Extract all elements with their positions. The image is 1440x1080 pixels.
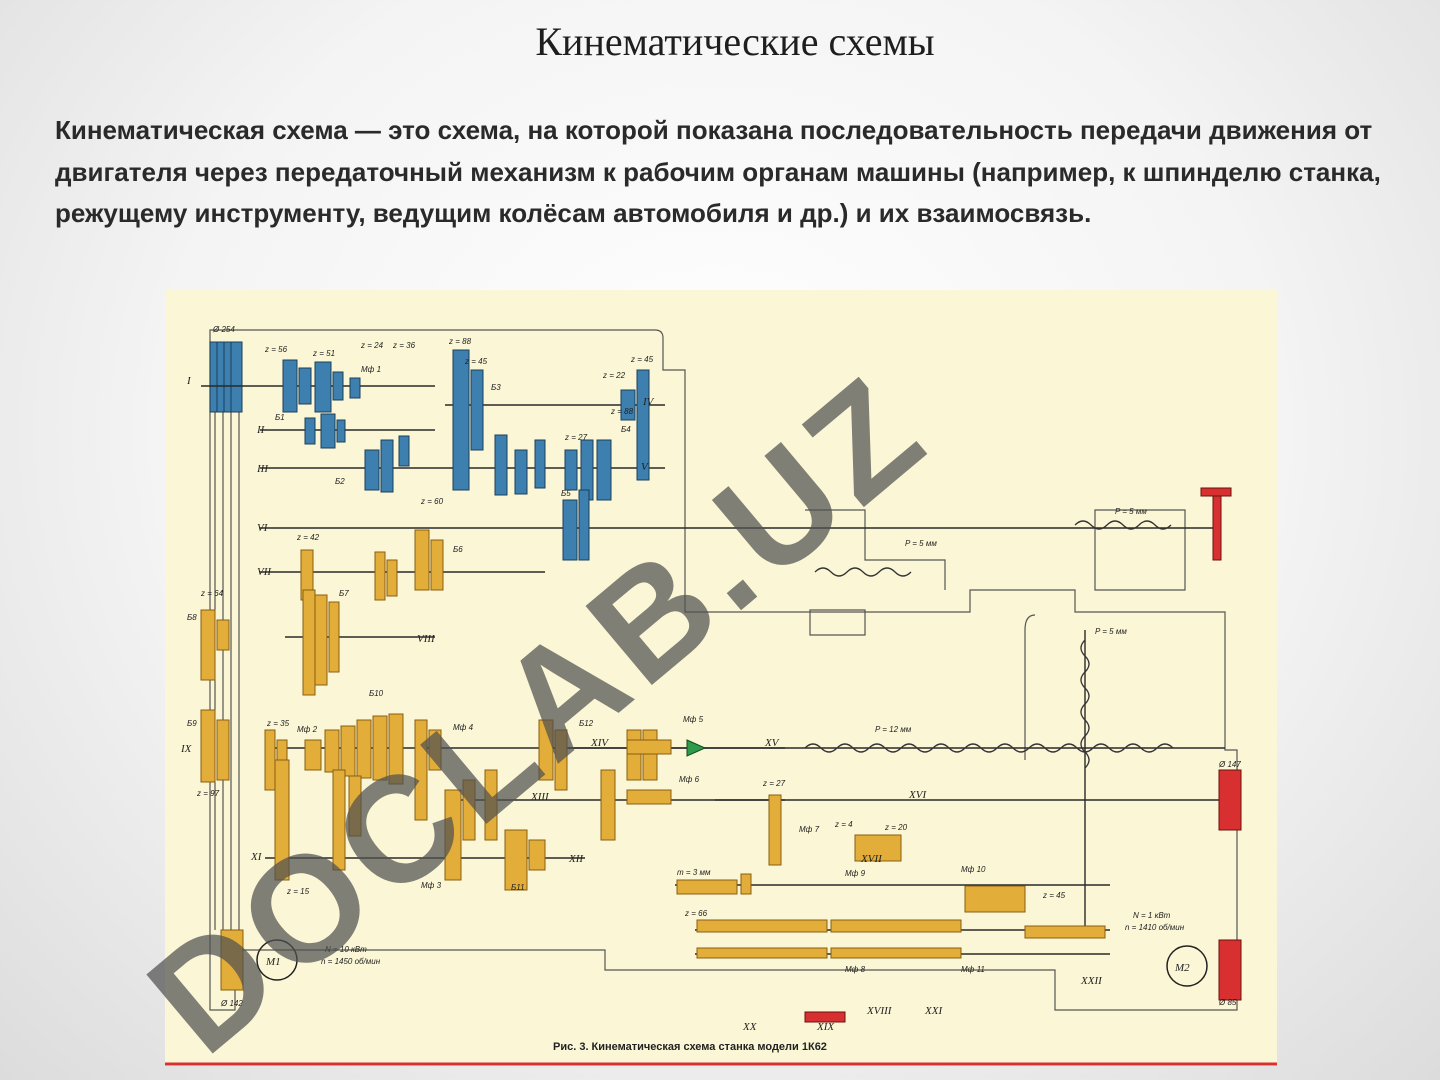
- pitch-label-4: P = 12 мм: [875, 725, 912, 734]
- gear-label: z = 22: [602, 371, 626, 380]
- gear-label: z = 27: [564, 433, 588, 442]
- block-label: Б11: [511, 883, 525, 892]
- block-labels: Б1 Б2 Б3 Б4 Б5 Б6 Б7 Б8 Б9 Б10 Б11 Б12: [187, 383, 631, 892]
- gear-label: z = 15: [286, 887, 310, 896]
- motor-m1-power: N = 10 кВт: [325, 945, 367, 954]
- block-label: Б9: [187, 719, 197, 728]
- pulley-right-label: Ø 147: [1218, 760, 1241, 769]
- clutch-labels: Мф 1 Мф 2 Мф 3 Мф 4 Мф 5 Мф 6 Мф 7 Мф 8 …: [297, 365, 986, 974]
- gear-label: z = 45: [464, 357, 488, 366]
- shaft-label: XVIII: [866, 1005, 893, 1017]
- shaft-label: II: [256, 424, 266, 436]
- block-label: Б5: [561, 489, 571, 498]
- gear-label: z = 66: [684, 909, 708, 918]
- gear-label: z = 51: [312, 349, 335, 358]
- blue-gear-blocks: [282, 349, 650, 561]
- red-components: [804, 487, 1242, 1023]
- gear-label: z = 24: [360, 341, 384, 350]
- clutch-label: Мф 3: [421, 881, 442, 890]
- block-label: Б12: [579, 719, 594, 728]
- clutch-label: Мф 7: [799, 825, 820, 834]
- motor-m2: M2 N = 1 кВт n = 1410 об/мин Ø 85 Ø 147: [1125, 760, 1241, 1007]
- motor-m1: M1 N = 10 кВт n = 1450 об/мин Ø 142: [220, 939, 381, 1008]
- motor-m2-pulley: Ø 85: [1218, 998, 1237, 1007]
- pulley-top-label: Ø 254: [212, 325, 235, 334]
- block-label: Б10: [369, 689, 384, 698]
- shaft-label: I: [186, 375, 192, 387]
- shaft-label: XII: [568, 853, 584, 865]
- pitch-label-1: P = 5 мм: [1115, 507, 1147, 516]
- gear-label: z = 64: [200, 589, 224, 598]
- block-label: Б8: [187, 613, 197, 622]
- gear-label: z = 97: [196, 789, 220, 798]
- shaft-label: VI: [257, 522, 269, 534]
- shaft-labels: I II III IV V VI VII VIII IX XI XII XIII…: [180, 375, 1103, 1033]
- pitch-label-3: P = 5 мм: [1095, 627, 1127, 636]
- shaft-label: XIII: [530, 791, 550, 803]
- yellow-gear-blocks: [200, 529, 1106, 991]
- diagram-caption: Рис. 3. Кинематическая схема станка моде…: [553, 1041, 827, 1053]
- shaft-label: XV: [764, 737, 780, 749]
- gear-label: z = 45: [1042, 891, 1066, 900]
- clutch-label: Мф 4: [453, 723, 474, 732]
- gear-label: z = 88: [610, 407, 634, 416]
- kinematic-diagram: Ø 254: [165, 290, 1277, 1066]
- shaft-label: XIX: [816, 1021, 835, 1033]
- motor-m1-speed: n = 1450 об/мин: [321, 957, 381, 966]
- block-label: Б7: [339, 589, 349, 598]
- block-label: Б3: [491, 383, 501, 392]
- motor-m1-pulley: Ø 142: [220, 999, 243, 1008]
- shaft-label: III: [256, 463, 269, 475]
- shaft-label: VIII: [417, 633, 436, 645]
- gear-label: z = 36: [392, 341, 416, 350]
- shaft-label: XX: [742, 1021, 758, 1033]
- block-label: Б4: [621, 425, 631, 434]
- block-label: Б6: [453, 545, 463, 554]
- pitch-label-2: P = 5 мм: [905, 539, 937, 548]
- gear-label: z = 27: [762, 779, 786, 788]
- gear-label: z = 60: [420, 497, 444, 506]
- motor-m2-speed: n = 1410 об/мин: [1125, 923, 1185, 932]
- shaft-label: XVII: [860, 853, 883, 865]
- gear-label: z = 4: [834, 820, 853, 829]
- clutch-label: Мф 10: [961, 865, 986, 874]
- shaft-label: XXII: [1080, 975, 1103, 987]
- shaft-label: VII: [257, 566, 272, 578]
- gear-label: z = 35: [266, 719, 290, 728]
- slide-lead-paragraph: Кинематическая схема — это схема, на кот…: [55, 115, 1381, 228]
- gear-label: z = 20: [884, 823, 908, 832]
- pulley-top-left: Ø 254: [209, 325, 243, 413]
- gear-label: z = 88: [448, 337, 472, 346]
- machine-outline: [209, 329, 1238, 1011]
- gear-label: z = 45: [630, 355, 654, 364]
- shaft-label: XVI: [908, 789, 927, 801]
- gear-label: z = 56: [264, 345, 288, 354]
- slide-title: Кинематические схемы: [535, 19, 935, 64]
- shaft-label: XXI: [924, 1005, 943, 1017]
- green-component: [686, 739, 707, 757]
- rack-module-label: m = 3 мм: [677, 868, 711, 877]
- clutch-label: Мф 6: [679, 775, 700, 784]
- shaft-label: V: [641, 461, 649, 473]
- gear-label: z = 42: [296, 533, 320, 542]
- clutch-label: Мф 8: [845, 965, 866, 974]
- clutch-label: Мф 1: [361, 365, 381, 374]
- shaft-label: IV: [642, 396, 655, 408]
- clutch-label: Мф 11: [961, 965, 985, 974]
- shaft-label: XI: [250, 851, 263, 863]
- motor-m1-name: M1: [265, 956, 281, 968]
- motor-m2-power: N = 1 кВт: [1133, 911, 1171, 920]
- clutch-label: Мф 9: [845, 869, 866, 878]
- shaft-label: XIV: [590, 737, 609, 749]
- gear-labels: z = 56 z = 51 z = 24 z = 36 z = 88 z = 4…: [196, 337, 1066, 918]
- motor-m2-name: M2: [1174, 962, 1190, 974]
- clutch-label: Мф 2: [297, 725, 318, 734]
- block-label: Б1: [275, 413, 285, 422]
- block-label: Б2: [335, 477, 345, 486]
- clutch-label: Мф 5: [683, 715, 704, 724]
- shaft-label: IX: [180, 743, 193, 755]
